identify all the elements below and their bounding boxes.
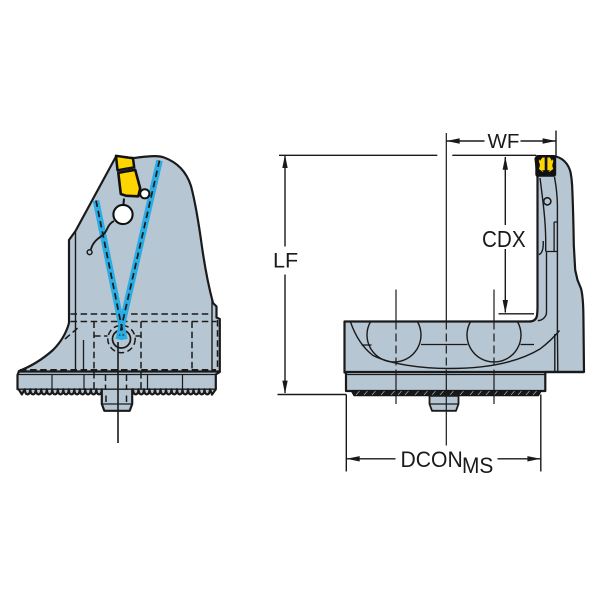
svg-text:WF: WF bbox=[488, 130, 520, 153]
svg-text:LF: LF bbox=[273, 249, 298, 273]
svg-text:DCON: DCON bbox=[400, 447, 462, 473]
svg-text:MS: MS bbox=[462, 454, 493, 479]
svg-text:CDX: CDX bbox=[482, 226, 526, 253]
